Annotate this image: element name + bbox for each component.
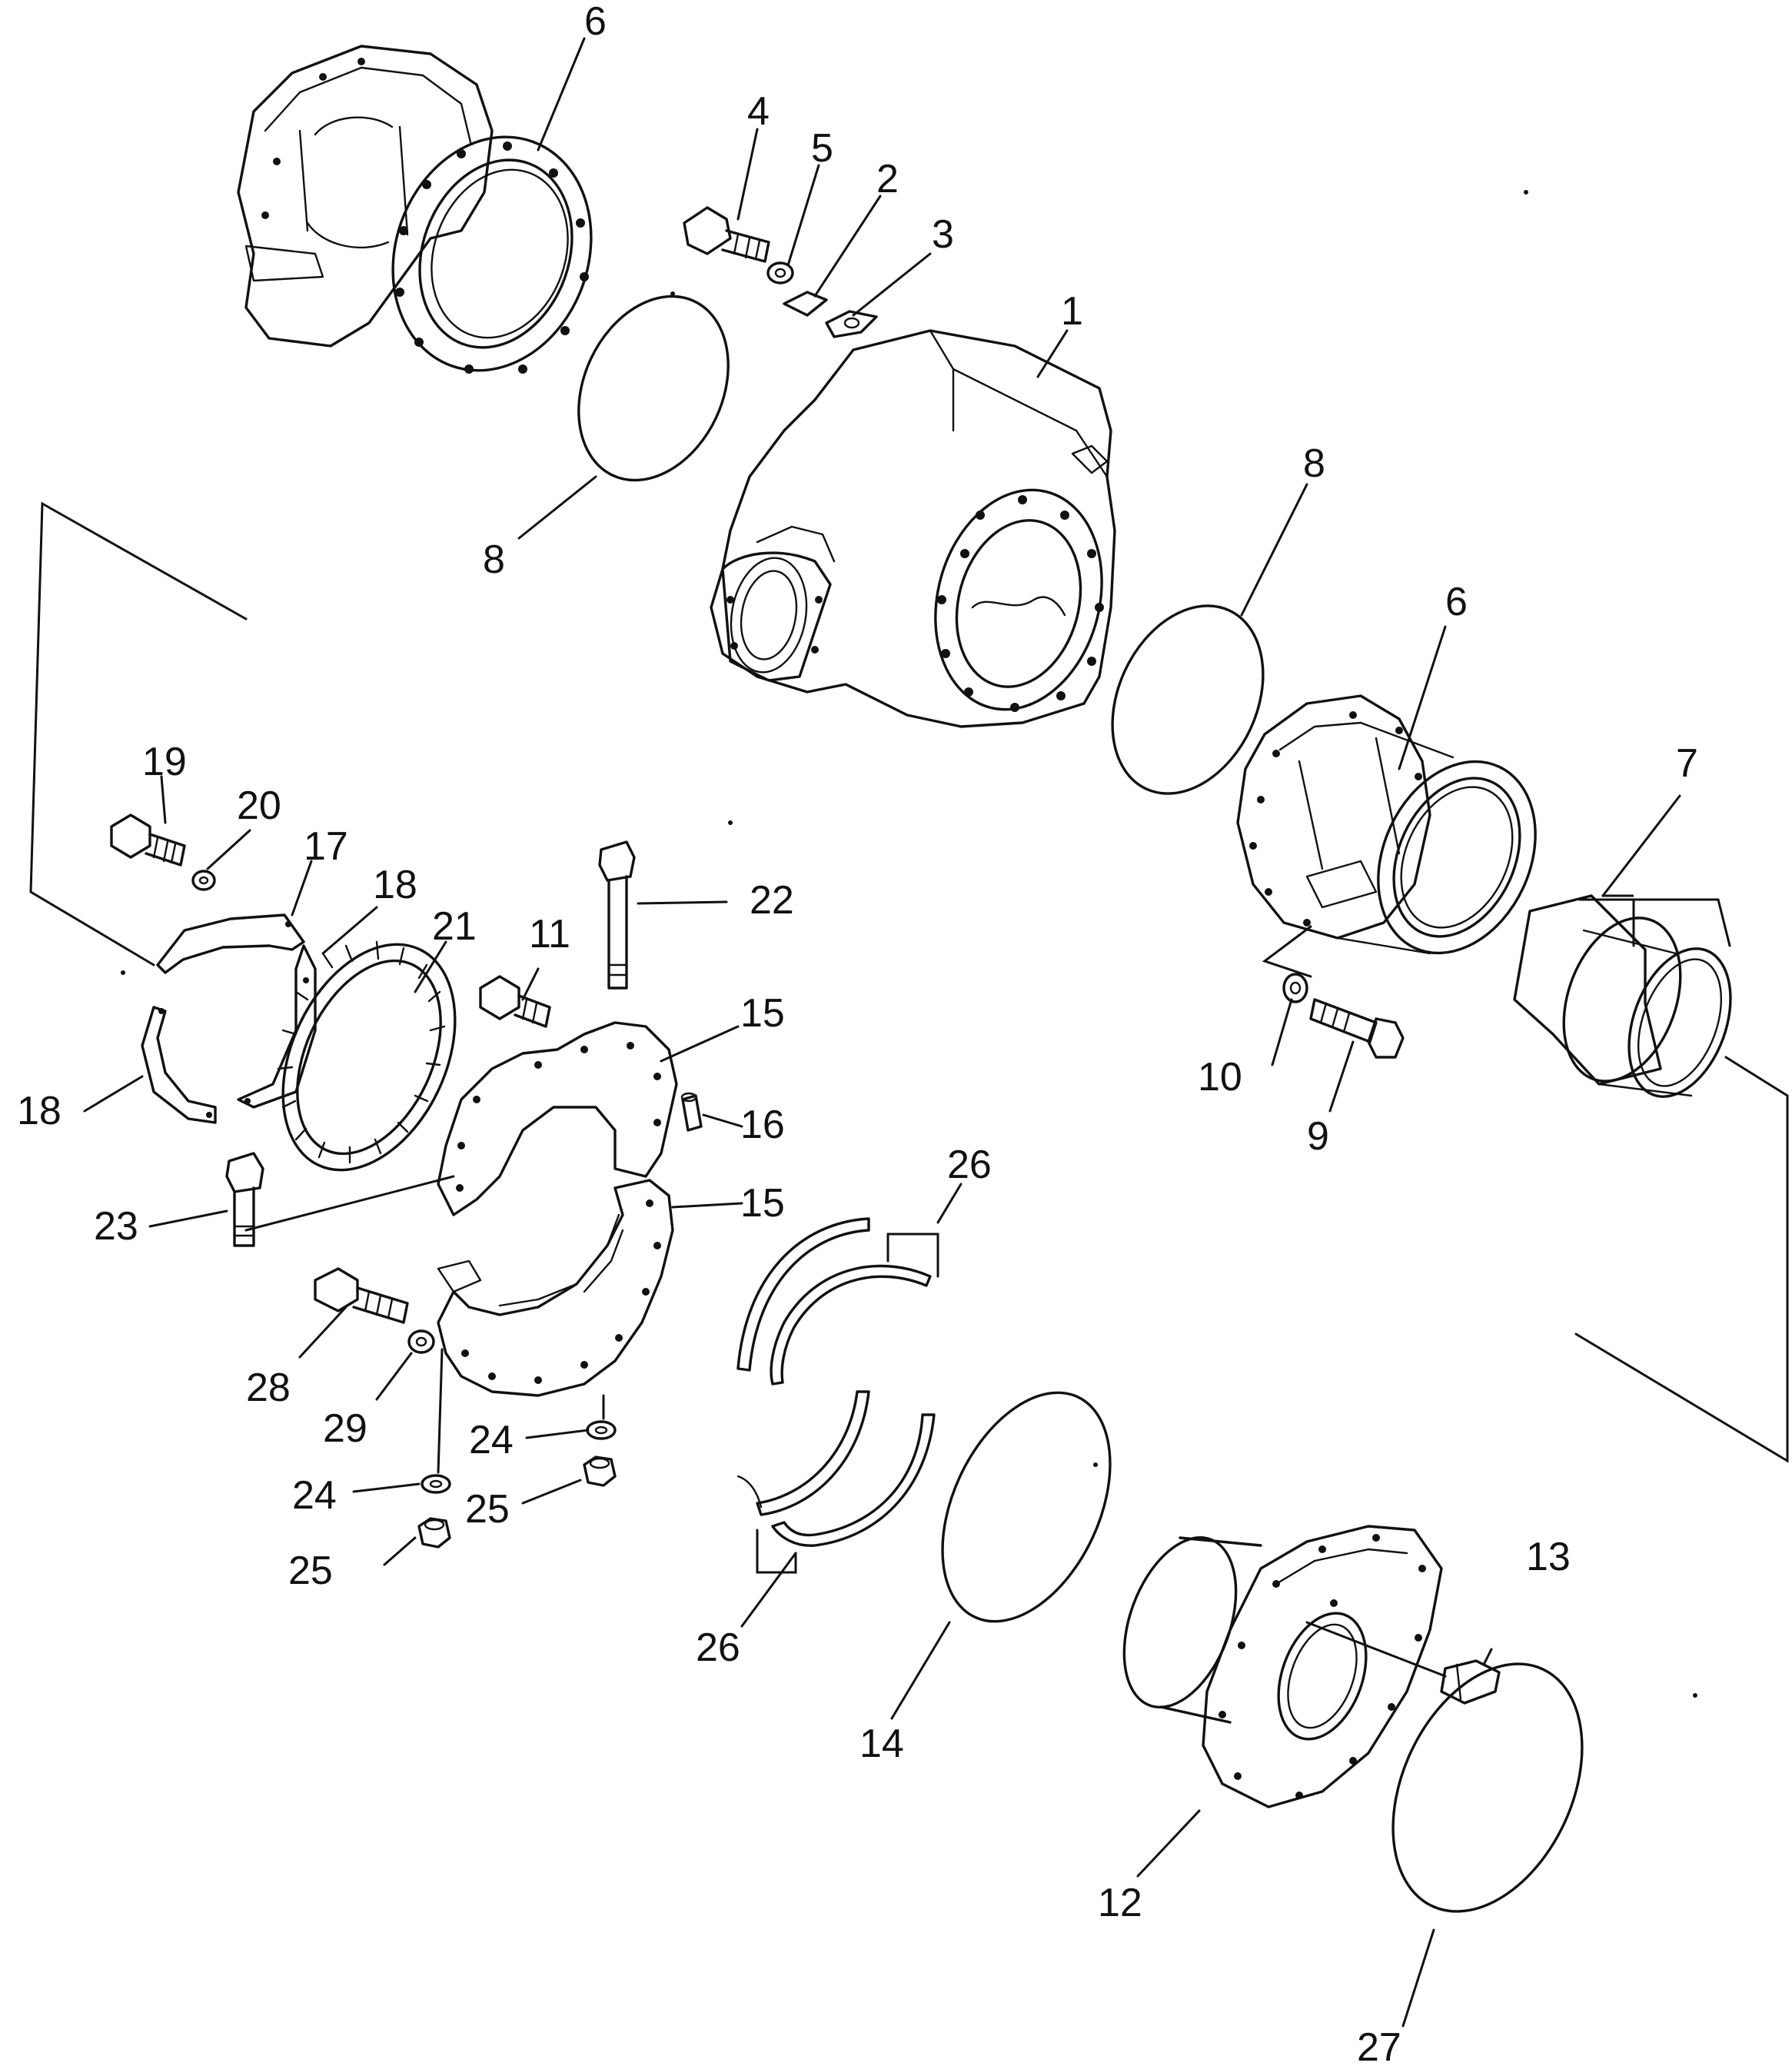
callout-15a: 15 (740, 991, 785, 1036)
cover-bolt-holes (1218, 1534, 1426, 1799)
part-1-housing (710, 329, 1116, 728)
callout-14: 14 (859, 1722, 904, 1766)
part-7-bearing (1513, 894, 1732, 1098)
part-29-washer (407, 1329, 435, 1354)
part-11-bolt (479, 975, 551, 1028)
part-21-seal (277, 940, 457, 1172)
housing-bolt-holes (726, 495, 1104, 712)
retainer-lower-bolt-holes (461, 1199, 661, 1384)
callout-1: 1 (1061, 289, 1083, 334)
part-5-washer (766, 261, 794, 284)
callout-24a: 24 (469, 1418, 514, 1462)
part-23-bolt (225, 1152, 264, 1247)
part-24-washer-left (421, 1474, 451, 1494)
callout-2: 2 (876, 157, 899, 201)
part-6-right-cage (1236, 694, 1537, 955)
callout-labels: 6 4 5 2 3 1 8 8 6 7 19 20 17 18 21 11 22… (17, 0, 1698, 2066)
callout-26a: 26 (947, 1143, 992, 1187)
callout-10: 10 (1198, 1055, 1242, 1100)
right-cage-bolt-holes (1249, 711, 1422, 927)
callout-4: 4 (747, 89, 770, 134)
callout-18b: 18 (17, 1089, 62, 1133)
assembly-bracket-lines (29, 501, 1789, 1678)
part-9-bolt (1309, 998, 1405, 1059)
part-16-dowel-pin (680, 1092, 703, 1132)
callout-7: 7 (1676, 741, 1698, 786)
callout-15b: 15 (740, 1181, 785, 1226)
callout-8a: 8 (483, 537, 505, 582)
part-24-washer-right (586, 1420, 617, 1440)
retainer-upper-bolt-holes (456, 1042, 661, 1192)
part-4-bolt (683, 206, 770, 263)
callout-29: 29 (323, 1406, 367, 1451)
callout-13: 13 (1526, 1535, 1571, 1579)
part-15-retainer-upper (437, 1021, 678, 1216)
part-27-o-ring (1391, 1662, 1584, 1913)
cage-bolt-holes (261, 58, 589, 374)
callout-26b: 26 (696, 1625, 740, 1670)
callout-24b: 24 (292, 1473, 337, 1518)
callout-16: 16 (740, 1103, 785, 1147)
callout-20: 20 (237, 783, 281, 828)
part-25-nut-left (417, 1517, 451, 1549)
part-22-bolt (598, 840, 636, 990)
part-15-retainer-lower (437, 1179, 674, 1397)
part-19-bolt (110, 813, 186, 867)
scan-specks (121, 190, 1697, 1698)
callout-11: 11 (529, 912, 570, 956)
part-3-gasket (825, 310, 878, 338)
part-10-washer (1282, 973, 1308, 1003)
callout-6a: 6 (584, 0, 607, 44)
callout-18a: 18 (373, 863, 417, 907)
callout-22: 22 (750, 878, 794, 923)
callout-12: 12 (1098, 1881, 1142, 1925)
part-18-shim-ring (141, 913, 317, 1124)
part-2-plate (783, 291, 828, 317)
callout-9: 9 (1307, 1114, 1329, 1159)
callout-27: 27 (1357, 2025, 1401, 2066)
part-12-cover (1122, 1525, 1443, 1808)
part-8-o-ring-right (1111, 604, 1265, 795)
part-28-bolt (314, 1267, 409, 1324)
callout-25a: 25 (465, 1487, 510, 1532)
callout-8b: 8 (1303, 441, 1325, 486)
part-8-o-ring-upper (577, 294, 730, 482)
callout-5: 5 (811, 126, 833, 171)
callout-23: 23 (94, 1204, 138, 1249)
callout-25b: 25 (288, 1549, 333, 1593)
part-25-nut-right (583, 1456, 617, 1487)
leader-lines (83, 37, 1731, 2028)
callout-19: 19 (142, 740, 187, 784)
callout-21: 21 (432, 904, 477, 949)
part-14-o-ring (941, 1391, 1112, 1623)
part-20-washer (191, 870, 216, 891)
part-13-plug (1440, 1659, 1501, 1705)
callout-6b: 6 (1445, 580, 1468, 624)
callout-17: 17 (304, 824, 348, 869)
callout-28: 28 (246, 1366, 291, 1410)
part-26-thrust-segments (736, 1217, 936, 1547)
callout-3: 3 (932, 212, 954, 257)
part-6-upper-cage (237, 45, 593, 374)
